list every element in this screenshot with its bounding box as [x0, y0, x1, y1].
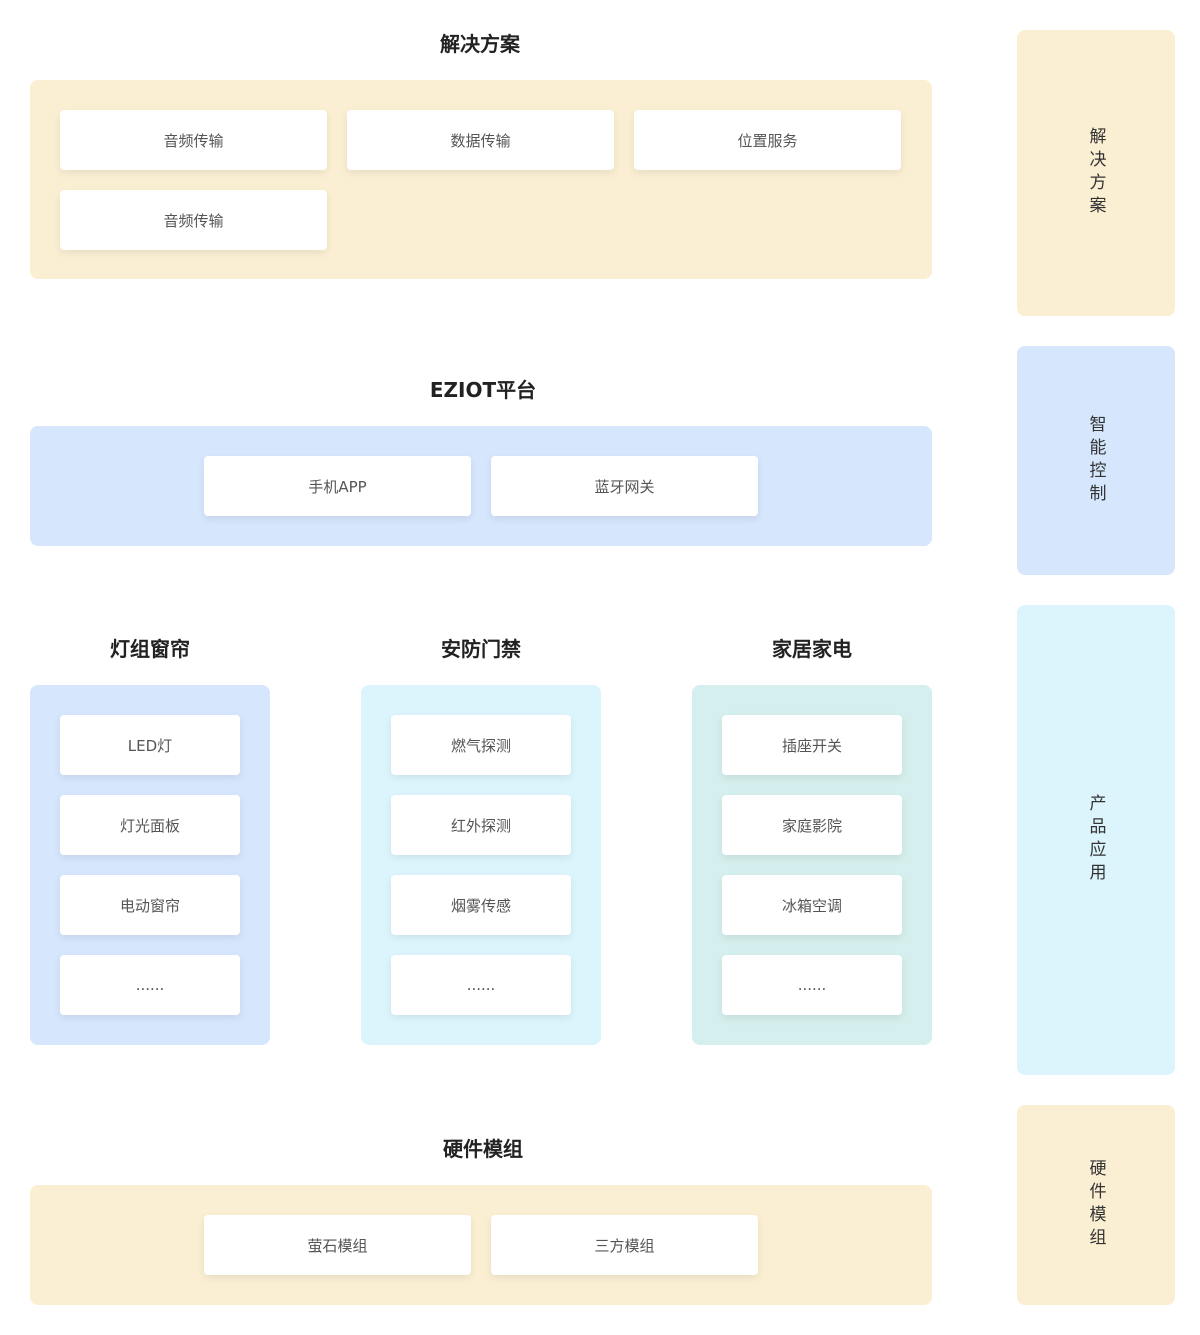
- sidebar-solutions: 解决方案: [1017, 30, 1175, 316]
- solution-card[interactable]: 位置服务: [634, 110, 901, 170]
- platform-panel: [30, 426, 932, 546]
- product-card[interactable]: 红外探测: [391, 795, 571, 855]
- sidebar-label: 硬件模组: [1085, 1159, 1106, 1251]
- product-card[interactable]: LED灯: [60, 715, 240, 775]
- platform-title: EZIOT平台: [429, 378, 537, 402]
- product-card[interactable]: 灯光面板: [60, 795, 240, 855]
- solutions-title: 解决方案: [440, 32, 520, 56]
- sidebar-label: 智能控制: [1085, 414, 1106, 507]
- product-card[interactable]: 燃气探测: [391, 715, 571, 775]
- sidebar-label: 解决方案: [1085, 127, 1106, 219]
- product-card[interactable]: ......: [60, 955, 240, 1015]
- hardware-panel: [30, 1185, 932, 1305]
- product-card[interactable]: ......: [391, 955, 571, 1015]
- hardware-card[interactable]: 萤石模组: [204, 1215, 471, 1275]
- hardware-title: 硬件模组: [443, 1137, 523, 1161]
- product-card[interactable]: 插座开关: [722, 715, 902, 775]
- product-card[interactable]: 冰箱空调: [722, 875, 902, 935]
- product-card[interactable]: 电动窗帘: [60, 875, 240, 935]
- solution-card[interactable]: 音频传输: [60, 190, 327, 250]
- product-title: 灯组窗帘: [110, 637, 190, 661]
- hardware-card[interactable]: 三方模组: [491, 1215, 758, 1275]
- sidebar-products: 产品应用: [1017, 605, 1175, 1075]
- product-card[interactable]: ......: [722, 955, 902, 1015]
- product-card[interactable]: 家庭影院: [722, 795, 902, 855]
- sidebar-control: 智能控制: [1017, 346, 1175, 575]
- sidebar-label: 产品应用: [1085, 794, 1106, 886]
- solution-card[interactable]: 音频传输: [60, 110, 327, 170]
- platform-card[interactable]: 手机APP: [204, 456, 471, 516]
- solution-card[interactable]: 数据传输: [347, 110, 614, 170]
- sidebar-hardware: 硬件模组: [1017, 1105, 1175, 1305]
- product-title: 安防门禁: [441, 637, 521, 661]
- product-title: 家居家电: [772, 637, 852, 661]
- platform-card[interactable]: 蓝牙网关: [491, 456, 758, 516]
- product-card[interactable]: 烟雾传感: [391, 875, 571, 935]
